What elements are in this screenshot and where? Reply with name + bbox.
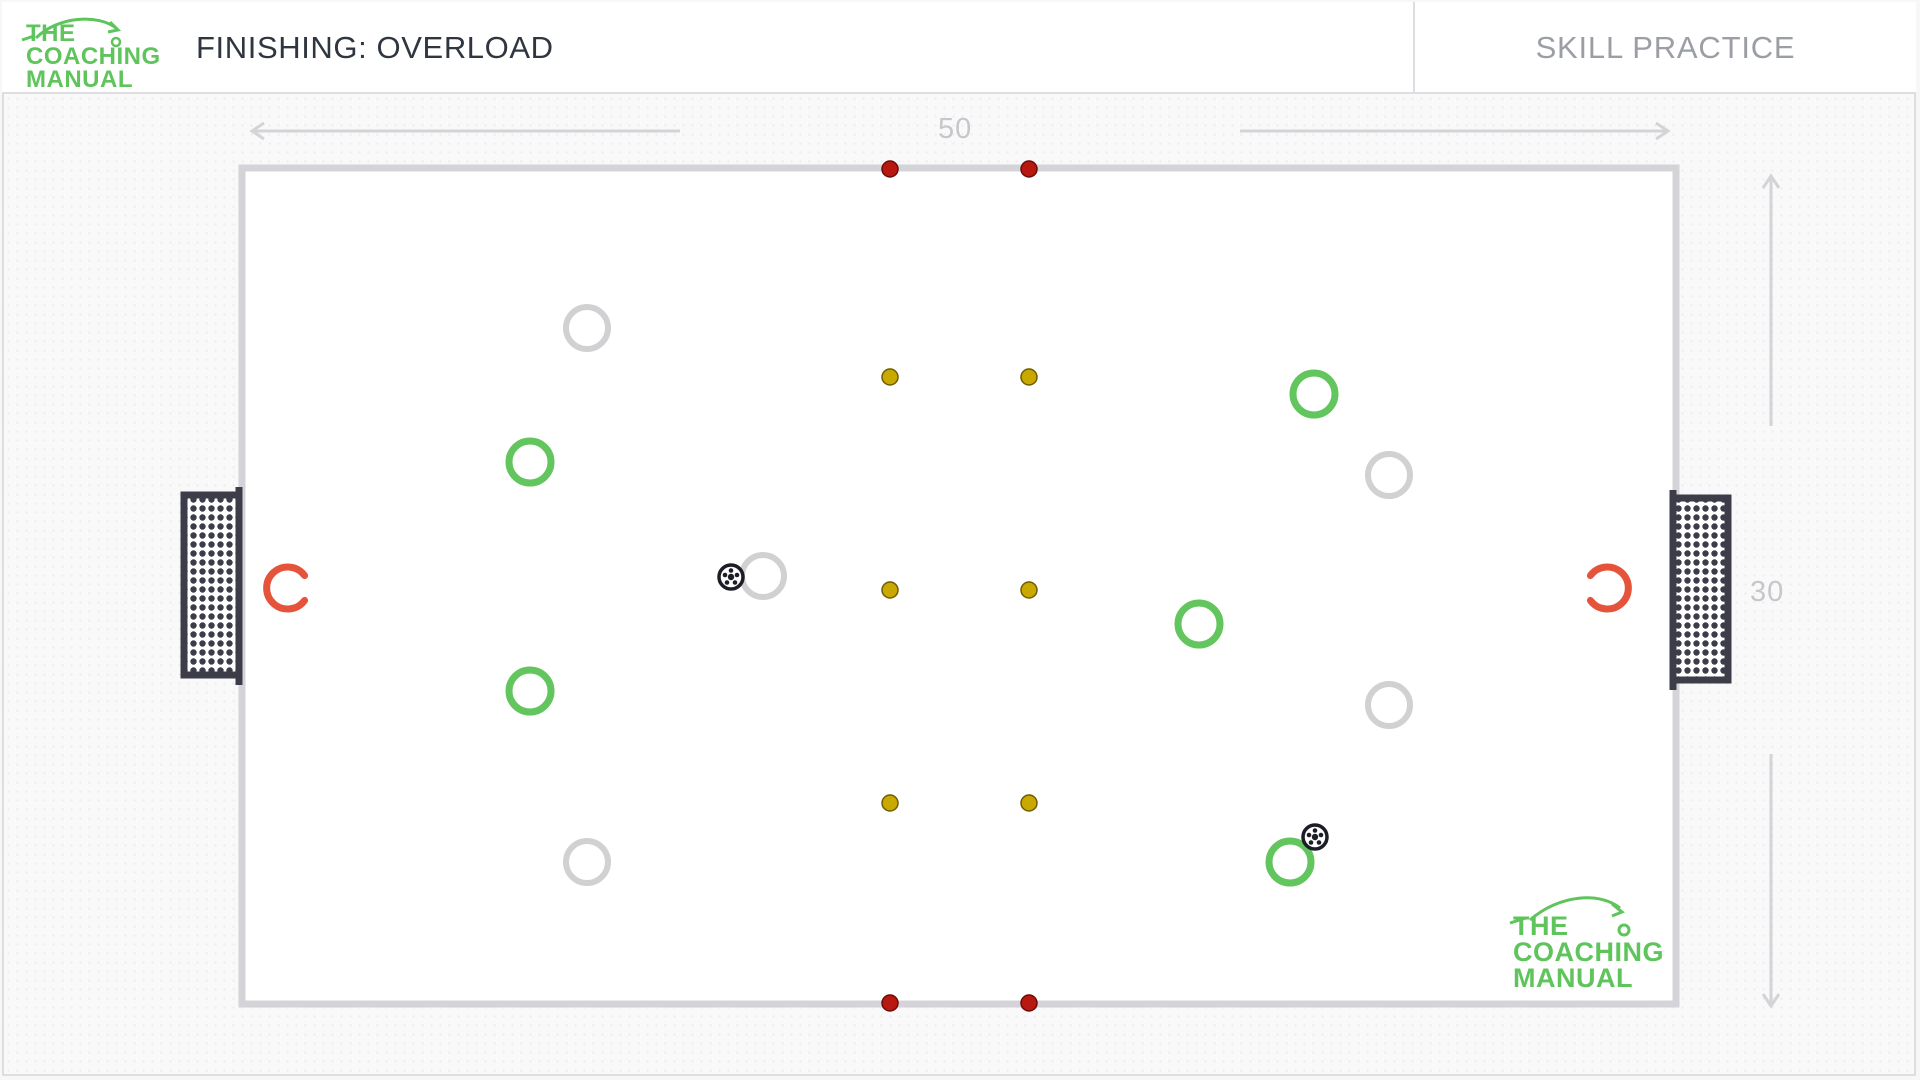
header-bar: THE COACHING MANUAL FINISHING: OVERLOAD … [2, 2, 1916, 94]
marker-cone [881, 368, 899, 386]
pitch-area [238, 164, 1680, 1008]
logo-line-1: THE [26, 20, 76, 47]
ball-right [1301, 823, 1329, 851]
green-player [1289, 369, 1339, 419]
length-arrowhead-left [249, 121, 265, 141]
marker-cone [1020, 368, 1038, 386]
boundary-cones [881, 160, 1038, 1012]
length-dimension [249, 121, 1671, 141]
watermark-line-2: COACHING [1513, 936, 1664, 967]
drill-title: FINISHING: OVERLOAD [196, 30, 554, 65]
watermark-line-1: THE [1513, 911, 1569, 941]
grey-player [1365, 451, 1413, 499]
logo-line-2: COACHING [26, 43, 161, 71]
length-label: 50 [938, 113, 973, 145]
logo-line-3: MANUAL [26, 66, 133, 94]
green-player [505, 437, 555, 487]
right-goal-net [1669, 494, 1732, 684]
green-player [1174, 599, 1224, 649]
drill-category: SKILL PRACTICE [1535, 30, 1796, 65]
goalkeepers [263, 563, 1632, 613]
grey-player [1365, 681, 1413, 729]
marker-cone [1020, 794, 1038, 812]
logo: THE COACHING MANUAL [26, 20, 161, 94]
green-team [505, 369, 1339, 887]
grey-player [563, 304, 611, 352]
marker-cone [881, 581, 899, 599]
length-arrowhead-right [1655, 121, 1671, 141]
field-watermark: THE COACHING MANUAL [1513, 911, 1664, 993]
cone-top-right [1020, 160, 1038, 178]
marker-cone [881, 794, 899, 812]
cone-bottom-left [881, 994, 899, 1012]
left-goalkeeper [263, 563, 309, 613]
width-label: 30 [1750, 576, 1785, 608]
width-arrowhead-bottom [1761, 993, 1781, 1009]
watermark-arrow-icon [1509, 896, 1631, 937]
width-arrowhead-top [1761, 173, 1781, 189]
cone-top-left [881, 160, 899, 178]
right-goal [1669, 490, 1732, 690]
green-player [505, 666, 555, 716]
marker-cone [1020, 581, 1038, 599]
left-goal-net [180, 491, 243, 679]
header-divider [1413, 2, 1415, 94]
green-player [1265, 837, 1315, 887]
marker-cones [881, 368, 1038, 812]
ball-left [717, 563, 745, 591]
left-goal [180, 487, 243, 685]
cone-bottom-right [1020, 994, 1038, 1012]
logo-arrow-icon [21, 17, 122, 48]
grey-player [563, 838, 611, 886]
watermark-line-3: MANUAL [1513, 962, 1633, 993]
grey-team [563, 304, 1413, 886]
right-goalkeeper [1586, 563, 1632, 613]
width-dimension [1761, 173, 1781, 1009]
